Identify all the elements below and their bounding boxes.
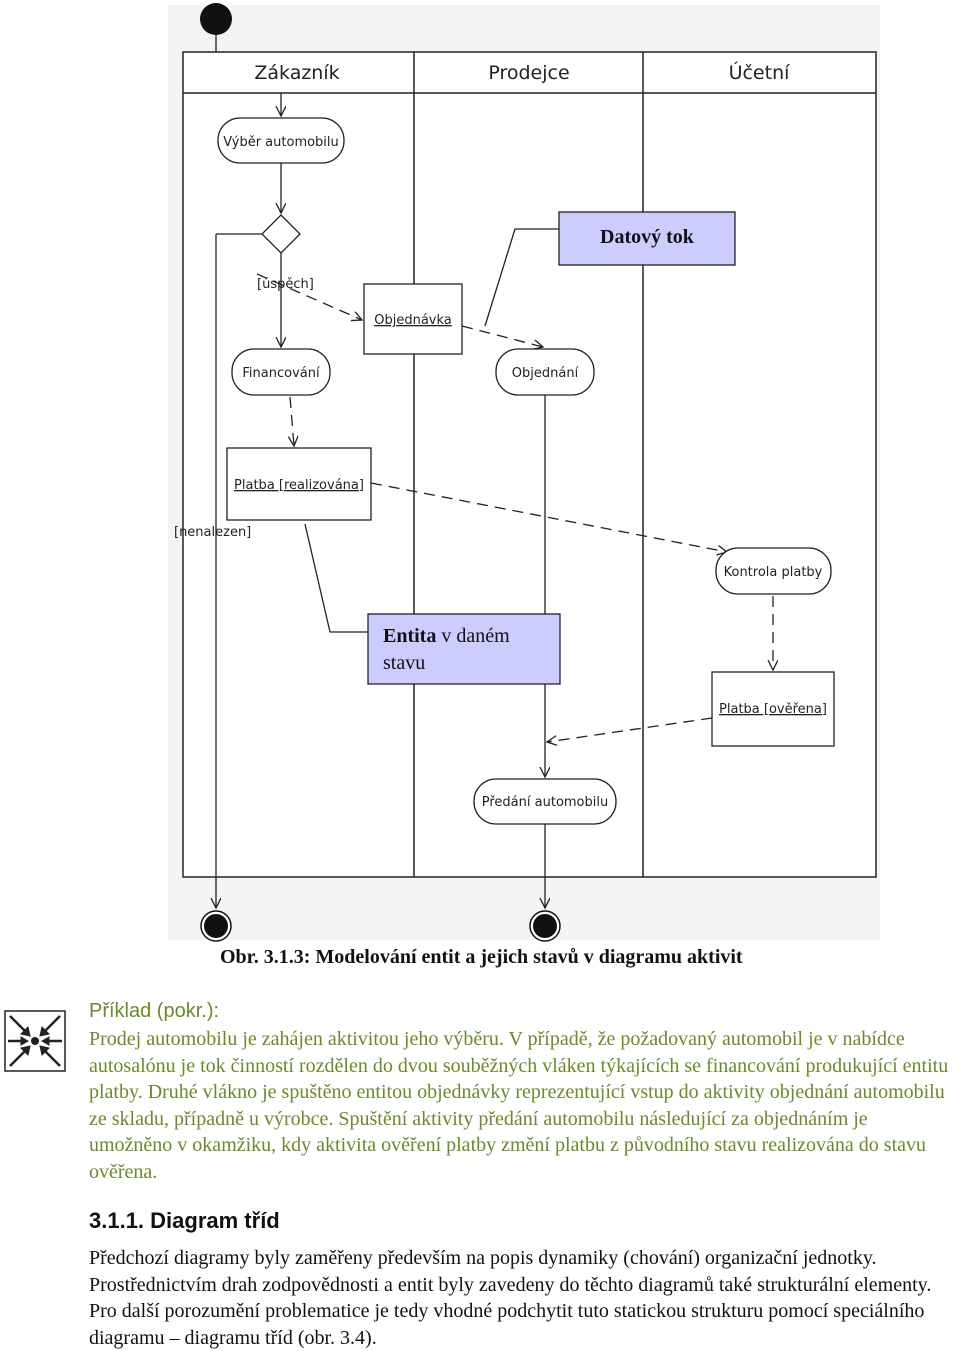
initial-node [200, 3, 232, 35]
object-label-objednavka: Objednávka [374, 313, 452, 328]
guard-uspech: [úspěch] [257, 277, 314, 292]
object-platba-overena: Platba [ověřena] [711, 671, 835, 747]
lane-title-ucetni: Účetní [729, 60, 791, 84]
activity-financovani: Financování [231, 348, 331, 396]
activity-label-vyber: Výběr automobilu [223, 135, 339, 150]
object-platba-realizovana: Platba [realizována] [226, 447, 372, 521]
callout-datovy-tok-text: Datový tok [600, 226, 695, 248]
object-label-platba-overena: Platba [ověřena] [719, 702, 827, 717]
callout-entita-bold: Entita [383, 625, 436, 647]
decision-node [261, 214, 301, 254]
lane-title-zakaznik: Zákazník [254, 62, 339, 84]
activity-kontrola-platby: Kontrola platby [715, 547, 832, 595]
activity-vyber-automobilu: Výběr automobilu [217, 117, 345, 164]
callout-entita-line2: stavu [383, 652, 425, 674]
callout-entita-rest: v daném [436, 625, 510, 647]
activity-label-financovani: Financování [242, 366, 320, 381]
figure-caption: Obr. 3.1.3: Modelování entit a jejich st… [220, 946, 743, 968]
object-objednavka: Objednávka [363, 283, 463, 355]
object-label-platba-realizovana: Platba [realizována] [234, 478, 364, 493]
object-flows [256, 273, 773, 742]
activity-label-objednani: Objednání [512, 366, 579, 381]
activity-objednani: Objednání [495, 348, 595, 396]
callout-entita: Entita v daném stavu [304, 523, 561, 685]
activity-label-kontrola: Kontrola platby [724, 565, 823, 580]
example-text: Prodej automobilu je zahájen aktivitou j… [89, 1028, 949, 1183]
example-title: Příklad (pokr.): [89, 1000, 220, 1022]
control-flows [216, 34, 545, 908]
activity-diagram: Zákazník Prodejce Účetní [úspěch] [nenal… [168, 3, 880, 942]
lane-title-prodejce: Prodejce [488, 62, 569, 84]
section-heading: 3.1.1. Diagram tříd [89, 1208, 280, 1233]
arrows-inward-icon [4, 1010, 66, 1072]
final-node-left [200, 910, 232, 942]
final-node-center [529, 910, 561, 942]
section-text: Předchozí diagramy byly zaměřeny předevš… [89, 1247, 932, 1349]
activity-label-predani: Předání automobilu [482, 795, 608, 810]
guard-nenalezen: [nenalezen] [174, 525, 251, 540]
svg-text:Entita v daném: Entita v daném [383, 625, 510, 647]
activity-predani-automobilu: Předání automobilu [473, 778, 617, 825]
callout-datovy-tok: Datový tok [484, 211, 736, 327]
